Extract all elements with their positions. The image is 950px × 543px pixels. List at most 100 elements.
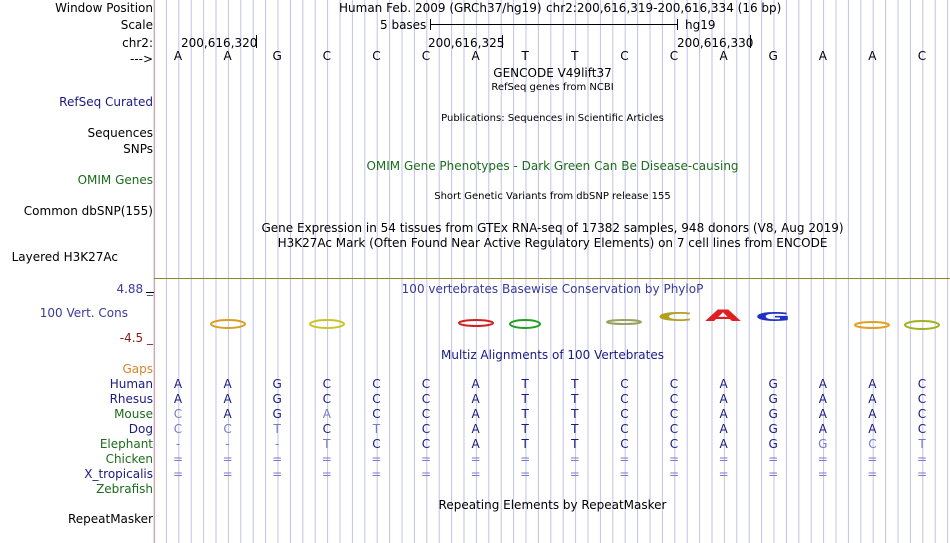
alignment-base: A <box>818 422 827 436</box>
alignment-base: T <box>571 377 579 391</box>
alignment-base: = <box>222 467 233 481</box>
repeatmasker-track-title[interactable]: Repeating Elements by RepeatMasker <box>438 498 667 512</box>
h3k27ac-track-title[interactable]: H3K27Ac Mark (Often Found Near Active Re… <box>277 236 828 250</box>
alignment-base: A <box>818 407 827 421</box>
alignment-base: T <box>521 377 529 391</box>
sequences-label[interactable]: Sequences <box>87 126 153 140</box>
reference-base: C <box>372 49 381 63</box>
alignment-base: A <box>322 407 331 421</box>
repeatmasker-label[interactable]: RepeatMasker <box>67 512 153 526</box>
gtex-track-title[interactable]: Gene Expression in 54 tissues from GTEx … <box>261 221 844 235</box>
alignment-base: C <box>173 422 183 436</box>
reference-base: G <box>768 49 778 63</box>
coord-label: 200,616,330 <box>677 36 754 50</box>
alignment-base: A <box>719 422 728 436</box>
reference-base: C <box>421 49 431 63</box>
alignment-base: G <box>272 377 282 391</box>
phylop-logo-mark <box>904 320 940 330</box>
alignment-base: = <box>768 452 779 466</box>
refseq-curated-label[interactable]: RefSeq Curated <box>59 95 153 109</box>
chrom-label[interactable]: chr2: <box>122 36 153 50</box>
vert-cons-label[interactable]: 100 Vert. Cons <box>39 306 128 320</box>
strand-label[interactable]: ---> <box>129 52 153 66</box>
alignment-base: T <box>323 437 331 451</box>
alignment-base: A <box>719 392 728 406</box>
species-label[interactable]: Chicken <box>105 452 153 466</box>
alignment-base: A <box>818 392 827 406</box>
species-label[interactable]: X_tropicalis <box>84 467 153 481</box>
alignment-base: - <box>175 437 181 451</box>
phylop-logo-mark <box>509 319 541 329</box>
gaps-label[interactable]: Gaps <box>122 362 153 376</box>
snps-label[interactable]: SNPs <box>123 142 153 156</box>
alignment-base: = <box>172 467 184 481</box>
alignment-base: T <box>521 437 529 451</box>
alignment-base: - <box>225 437 230 451</box>
scale-label[interactable]: Scale <box>120 18 153 32</box>
position-text: chr2:200,616,319-200,616,334 (16 bp) <box>546 1 782 15</box>
alignment-base: = <box>668 467 680 481</box>
alignment-base: C <box>421 422 431 436</box>
alignment-base: C <box>322 392 331 406</box>
alignment-base: = <box>470 452 481 466</box>
alignment-base: A <box>223 392 232 406</box>
species-label[interactable]: Elephant <box>99 437 153 451</box>
reference-base: A <box>223 49 232 63</box>
alignment-base: C <box>620 437 629 451</box>
alignment-base: = <box>321 452 332 466</box>
alignment-base: G <box>768 392 778 406</box>
alignment-base: G <box>272 392 282 406</box>
species-label[interactable]: Dog <box>128 422 153 436</box>
reference-base: A <box>719 49 728 63</box>
alignment-base: C <box>421 437 431 451</box>
common-dbsnp-label[interactable]: Common dbSNP(155) <box>23 204 153 218</box>
alignment-base: = <box>718 467 729 481</box>
reference-base: A <box>818 49 827 63</box>
phylop-logo-mark <box>606 319 642 325</box>
alignment-base: = <box>619 452 630 466</box>
alignment-base: = <box>371 452 382 466</box>
species-label[interactable]: Rhesus <box>109 392 153 406</box>
omim-genes-label[interactable]: OMIM Genes <box>77 173 153 187</box>
alignment-base: = <box>420 467 432 481</box>
species-label[interactable]: Mouse <box>114 407 153 421</box>
alignment-base: A <box>719 377 728 391</box>
layered-h3k27ac-label[interactable]: Layered H3K27Ac <box>11 250 118 264</box>
window-position-label[interactable]: Window Position <box>55 1 153 15</box>
omim-track-title[interactable]: OMIM Gene Phenotypes - Dark Green Can Be… <box>366 159 739 173</box>
alignment-base: C <box>620 392 629 406</box>
alignment-base: A <box>719 437 728 451</box>
alignment-base: = <box>520 452 531 466</box>
alignment-base: = <box>272 467 283 481</box>
alignment-base: = <box>272 452 283 466</box>
alignment-base: C <box>917 377 927 391</box>
alignment-base: G <box>768 437 778 451</box>
alignment-base: C <box>669 407 679 421</box>
gencode-track-title[interactable]: GENCODE V49lift37 <box>493 66 612 80</box>
phylop-min-label: -4.5 _ <box>119 331 153 345</box>
reference-base: C <box>322 49 331 63</box>
alignment-base: C <box>372 407 381 421</box>
reference-base: C <box>620 49 629 63</box>
phylop-logo-letter: C <box>657 310 694 324</box>
alignment-base: C <box>372 392 381 406</box>
alignment-base: T <box>571 407 579 421</box>
alignment-base: T <box>571 422 579 436</box>
species-label[interactable]: Human <box>109 377 153 391</box>
alignment-base: = <box>867 452 878 466</box>
phylop-track-title[interactable]: 100 vertebrates Basewise Conservation by… <box>401 282 704 296</box>
publications-track-title[interactable]: Publications: Sequences in Scientific Ar… <box>441 113 664 124</box>
alignment-base: C <box>173 407 183 421</box>
alignment-base: A <box>868 422 877 436</box>
alignment-base: C <box>620 407 629 421</box>
alignment-base: = <box>420 452 432 466</box>
alignment-base: A <box>471 437 480 451</box>
species-label[interactable]: Zebrafish <box>96 482 153 496</box>
alignment-base: C <box>669 437 679 451</box>
dbsnp-track-title[interactable]: Short Genetic Variants from dbSNP releas… <box>434 191 671 202</box>
coord-label: 200,616,320 <box>181 36 258 50</box>
alignment-base: A <box>818 377 827 391</box>
multiz-track-title[interactable]: Multiz Alignments of 100 Vertebrates <box>440 348 665 362</box>
alignment-base: A <box>868 377 877 391</box>
alignment-base: C <box>917 392 927 406</box>
